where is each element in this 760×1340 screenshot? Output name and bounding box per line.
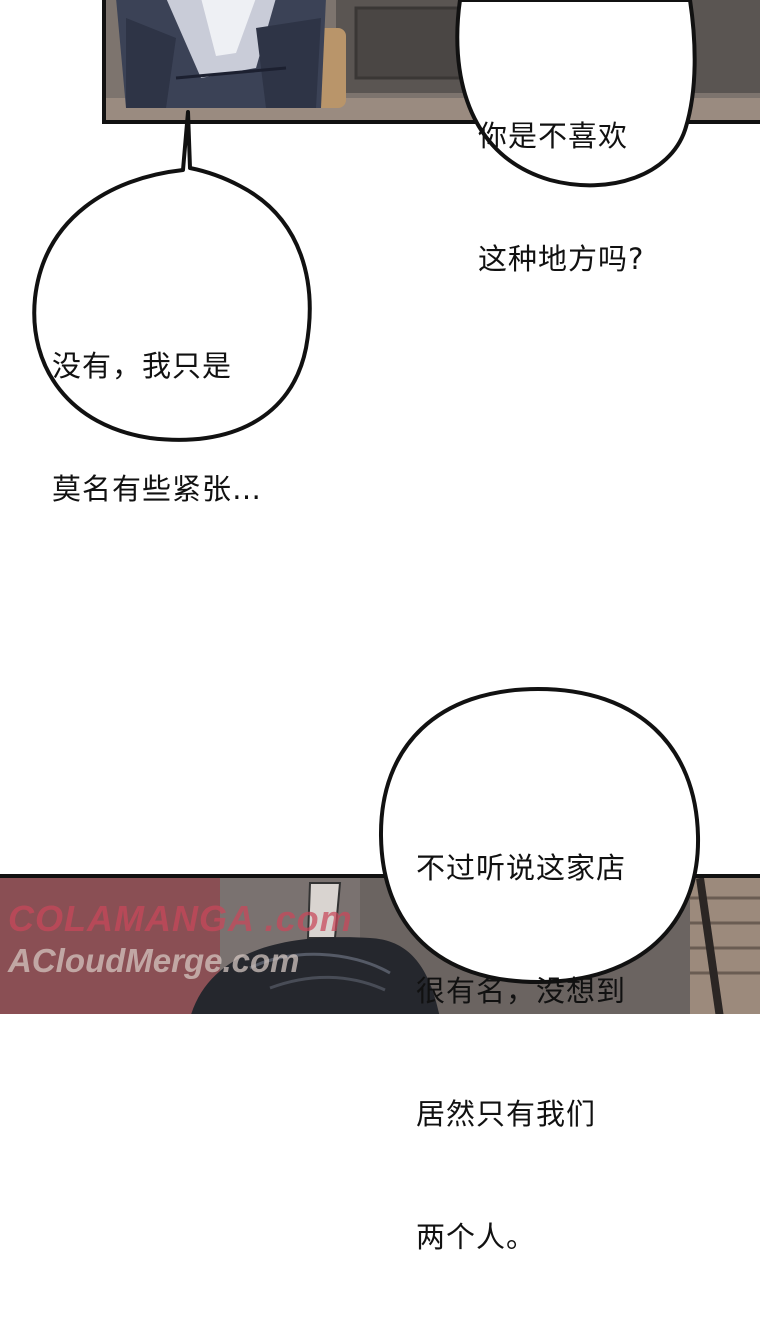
watermark-line-1: COLAMANGA .com bbox=[8, 898, 353, 939]
speech-bubble-remark: 不过听说这家店 很有名，没想到 居然只有我们 两个人。 bbox=[378, 686, 702, 1254]
bubble-remark-line-1: 不过听说这家店 bbox=[416, 851, 627, 885]
bubble-remark-line-2: 很有名，没想到 bbox=[416, 974, 627, 1008]
top-panel-illustration bbox=[106, 0, 760, 120]
watermark: COLAMANGA .com ACloudMerge.com bbox=[8, 898, 408, 984]
bubble-question-line-2: 这种地方吗? bbox=[478, 242, 645, 276]
watermark-line-2: ACloudMerge.com bbox=[8, 942, 300, 979]
bubble-reply-line-1: 没有，我只是 bbox=[52, 349, 233, 383]
bubble-question-line-1: 你是不喜欢 bbox=[478, 119, 629, 153]
bubble-reply-line-2: 莫名有些紧张… bbox=[52, 472, 263, 506]
speech-bubble-shape bbox=[455, 0, 697, 188]
speech-bubble-shape bbox=[378, 686, 701, 985]
speech-bubble-shape bbox=[32, 110, 312, 442]
speech-bubble-question: 你是不喜欢 这种地方吗? bbox=[440, 0, 700, 276]
bubble-remark-line-3: 居然只有我们 bbox=[416, 1097, 597, 1131]
speech-bubble-reply: 没有，我只是 莫名有些紧张… bbox=[30, 108, 320, 506]
bubble-remark-line-4: 两个人。 bbox=[416, 1220, 537, 1254]
